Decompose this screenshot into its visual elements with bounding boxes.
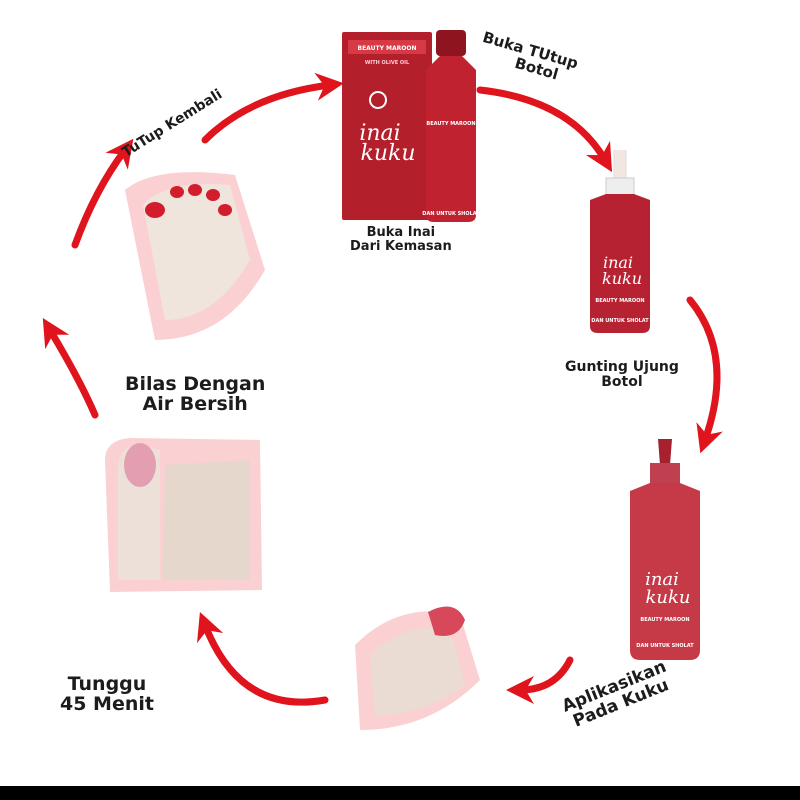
arrow-close-to-box bbox=[201, 72, 344, 144]
svg-text:BEAUTY MAROON: BEAUTY MAROON bbox=[640, 617, 689, 623]
svg-text:DAN UNTUK SHOLAT: DAN UNTUK SHOLAT bbox=[591, 318, 649, 324]
open-bottle-photo: inai kuku BEAUTY MAROON DAN UNTUK SHOLAT bbox=[580, 148, 660, 335]
bottle-brand-line2: kuku bbox=[602, 269, 642, 288]
cut-bottle-brand-line2: kuku bbox=[646, 587, 691, 608]
thumb-waiting-photo bbox=[100, 420, 265, 600]
step-wait-label: Tunggu 45 Menit bbox=[60, 673, 154, 715]
box-brand-line2: kuku bbox=[361, 141, 416, 166]
arrow-cut-to-apply bbox=[506, 656, 574, 704]
arrow-apply-to-wait bbox=[197, 611, 329, 706]
cut-bottle-photo: inai kuku BEAUTY MAROON DAN UNTUK SHOLAT bbox=[620, 435, 710, 665]
arrow-box-to-cap bbox=[476, 86, 613, 173]
cut-bottle-brand-line1: inai bbox=[645, 569, 679, 590]
bottle-brand-line1: inai bbox=[603, 253, 633, 272]
box-title: BEAUTY MAROON bbox=[358, 45, 417, 52]
svg-text:BEAUTY MAROON: BEAUTY MAROON bbox=[595, 298, 644, 304]
product-box-photo: BEAUTY MAROON WITH OLIVE OIL inai kuku B… bbox=[340, 30, 490, 225]
arrow-wait-to-rinse bbox=[42, 317, 99, 419]
arrow-rinse-to-close bbox=[71, 138, 134, 249]
arrow-cap-to-cut bbox=[686, 296, 723, 454]
step-rinse-label: Bilas Dengan Air Bersih bbox=[125, 373, 266, 415]
box-brand-line1: inai bbox=[359, 121, 400, 146]
svg-text:DAN UNTUK SHOLAT: DAN UNTUK SHOLAT bbox=[636, 643, 694, 649]
bottle-tag: DAN UNTUK SHOLAT bbox=[422, 211, 480, 217]
step-cut-tip-label: Gunting Ujung Botol bbox=[565, 359, 679, 390]
box-subtitle: WITH OLIVE OIL bbox=[365, 60, 410, 66]
bottle-title: BEAUTY MAROON bbox=[426, 121, 475, 127]
painted-hand-photo bbox=[115, 160, 270, 350]
finger-applied-photo bbox=[340, 590, 500, 740]
step-open-package-label: Buka Inai Dari Kemasan bbox=[350, 225, 452, 254]
